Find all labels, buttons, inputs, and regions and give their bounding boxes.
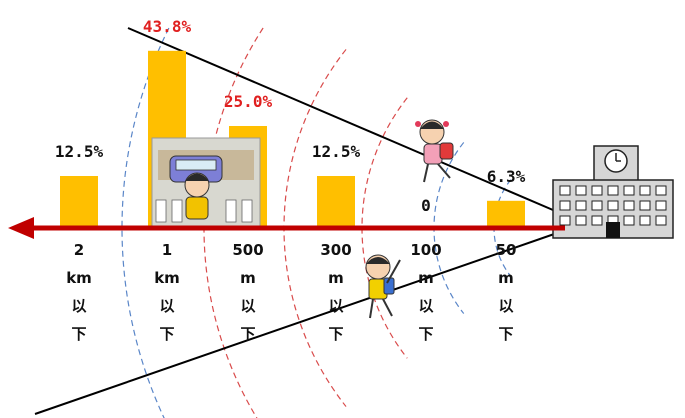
- girl-illustration-icon: [415, 119, 454, 183]
- school-window: [559, 215, 571, 226]
- school-window: [575, 185, 587, 196]
- category-label: 300 m 以 下: [320, 241, 352, 343]
- school-window: [591, 215, 603, 226]
- school-window: [623, 200, 635, 211]
- boy-illustration-icon: [365, 254, 401, 319]
- category-label: 50 m 以 下: [495, 241, 517, 343]
- school-window: [575, 200, 587, 211]
- bar: [60, 176, 98, 226]
- school-window: [639, 215, 651, 226]
- bar-value-label: 12.5%: [54, 142, 104, 161]
- bar-value-label: 0: [421, 196, 431, 215]
- category-label: 500 m 以 下: [232, 241, 264, 343]
- school-window: [623, 215, 635, 226]
- category-label: 1 km 以 下: [154, 241, 180, 343]
- school-window: [559, 200, 571, 211]
- category-label: 2 km 以 下: [66, 241, 92, 343]
- bar: [317, 176, 355, 226]
- funnel-upper-line: [127, 27, 561, 214]
- school-window: [655, 185, 667, 196]
- category-label: 100 m 以 下: [410, 241, 442, 343]
- bar-value-label: 43.8%: [142, 16, 192, 36]
- bars: [60, 50, 525, 226]
- distance-arrow: [8, 217, 565, 239]
- funnel-lower-line: [34, 231, 561, 415]
- school-window: [591, 200, 603, 211]
- bar-value-label: 6.3%: [486, 166, 526, 186]
- school-window: [575, 215, 587, 226]
- school-window: [559, 185, 571, 196]
- school-window: [655, 200, 667, 211]
- bar: [487, 200, 525, 226]
- school-window: [655, 215, 667, 226]
- school-window: [607, 200, 619, 211]
- school-building-icon: [552, 145, 674, 239]
- school-window: [639, 200, 651, 211]
- bar-value-label: 25.0%: [223, 92, 273, 111]
- traffic-scene-illustration-icon: [151, 137, 261, 227]
- school-window: [639, 185, 651, 196]
- bar-value-label: 12.5%: [311, 142, 361, 161]
- school-window: [591, 185, 603, 196]
- school-window: [607, 185, 619, 196]
- school-window: [623, 185, 635, 196]
